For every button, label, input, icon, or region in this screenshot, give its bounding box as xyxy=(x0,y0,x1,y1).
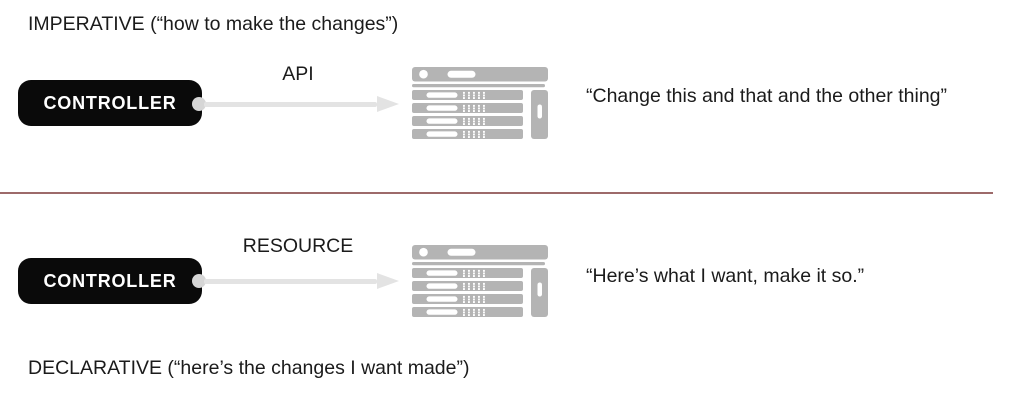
section-divider xyxy=(0,192,993,194)
server-rack-icon xyxy=(412,245,550,317)
resource-arrow-label: RESOURCE xyxy=(242,235,354,257)
api-arrow-label: API xyxy=(282,63,314,85)
declarative-quote: “Here’s what I want, make it so.” xyxy=(586,265,865,287)
arrow-head-icon xyxy=(377,95,399,112)
imperative-quote: “Change this and that and the other thin… xyxy=(586,85,947,107)
controller-label: CONTROLLER xyxy=(43,92,177,113)
declarative-caption: DECLARATIVE (“here’s the changes I want … xyxy=(28,357,470,379)
imperative-caption: IMPERATIVE (“how to make the changes”) xyxy=(28,13,399,35)
controller-label: CONTROLLER xyxy=(43,270,177,291)
arrow-shaft xyxy=(204,101,377,107)
controller-box-declarative: CONTROLLER xyxy=(18,258,202,304)
connector-dot-icon xyxy=(192,97,206,111)
server-rack-icon xyxy=(412,67,550,139)
controller-box-imperative: CONTROLLER xyxy=(18,80,202,126)
arrow-head-icon xyxy=(377,272,399,289)
arrow-shaft xyxy=(204,278,377,284)
connector-dot-icon xyxy=(192,274,206,288)
